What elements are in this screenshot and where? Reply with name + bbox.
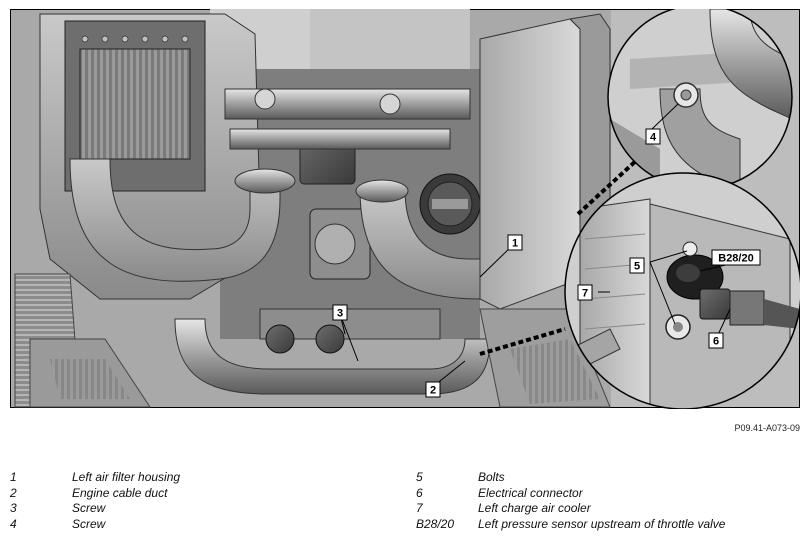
callout-2: 2 (425, 381, 441, 398)
legend-item: 1 Left air filter housing (10, 470, 180, 486)
legend-number: 6 (416, 485, 423, 500)
callout-4: 4 (645, 128, 661, 145)
svg-text:4: 4 (650, 132, 657, 144)
callout-7: 7 (577, 284, 593, 301)
svg-text:B28/20: B28/20 (718, 253, 753, 265)
legend-item: 6 Electrical connector (416, 486, 725, 502)
legend-right: 5 Bolts 6 Electrical connector 7 Left ch… (416, 470, 725, 532)
figure-reference: P09.41-A073-09 (734, 423, 800, 433)
svg-text:2: 2 (430, 385, 436, 397)
callout-3: 3 (332, 304, 348, 321)
callout-b28-20: B28/20 (711, 249, 761, 266)
legend-number: 4 (10, 516, 17, 531)
legend-text: Left air filter housing (72, 470, 181, 484)
svg-text:7: 7 (582, 288, 588, 300)
svg-text:3: 3 (337, 308, 343, 320)
callout-5: 5 (629, 257, 645, 274)
legend-text: Left pressure sensor upstream of throttl… (478, 516, 726, 531)
legend-item: 7 Left charge air cooler (416, 501, 725, 517)
legend-text: Screw (72, 501, 106, 515)
svg-text:5: 5 (634, 261, 640, 273)
legend-number: 1 (10, 470, 17, 484)
legend-item: B28/20 Left pressure sensor upstream of … (416, 517, 725, 533)
legend-number: 5 (416, 470, 423, 484)
legend-item: 5 Bolts (416, 470, 725, 486)
legend-text: Electrical connector (478, 485, 583, 500)
callout-6: 6 (708, 332, 724, 349)
legend-number: B28/20 (416, 516, 455, 531)
detail-inset-bottom (564, 172, 800, 409)
legend-item: 2 Engine cable duct (10, 486, 180, 502)
engine-illustration: 1 2 3 4 5 7 6 B28/20 (10, 9, 800, 409)
callout-1: 1 (507, 234, 523, 251)
legend-left: 1 Left air filter housing 2 Engine cable… (10, 470, 180, 532)
legend-number: 2 (10, 485, 17, 500)
svg-text:1: 1 (512, 238, 518, 250)
legend-text: Bolts (478, 470, 505, 484)
legend-item: 4 Screw (10, 517, 180, 533)
legend-text: Left charge air cooler (478, 501, 591, 515)
legend-number: 7 (416, 501, 423, 515)
legend-text: Screw (72, 516, 106, 531)
legend-item: 3 Screw (10, 501, 180, 517)
legend-number: 3 (10, 501, 17, 515)
svg-text:6: 6 (713, 336, 719, 348)
legend-text: Engine cable duct (72, 485, 168, 500)
